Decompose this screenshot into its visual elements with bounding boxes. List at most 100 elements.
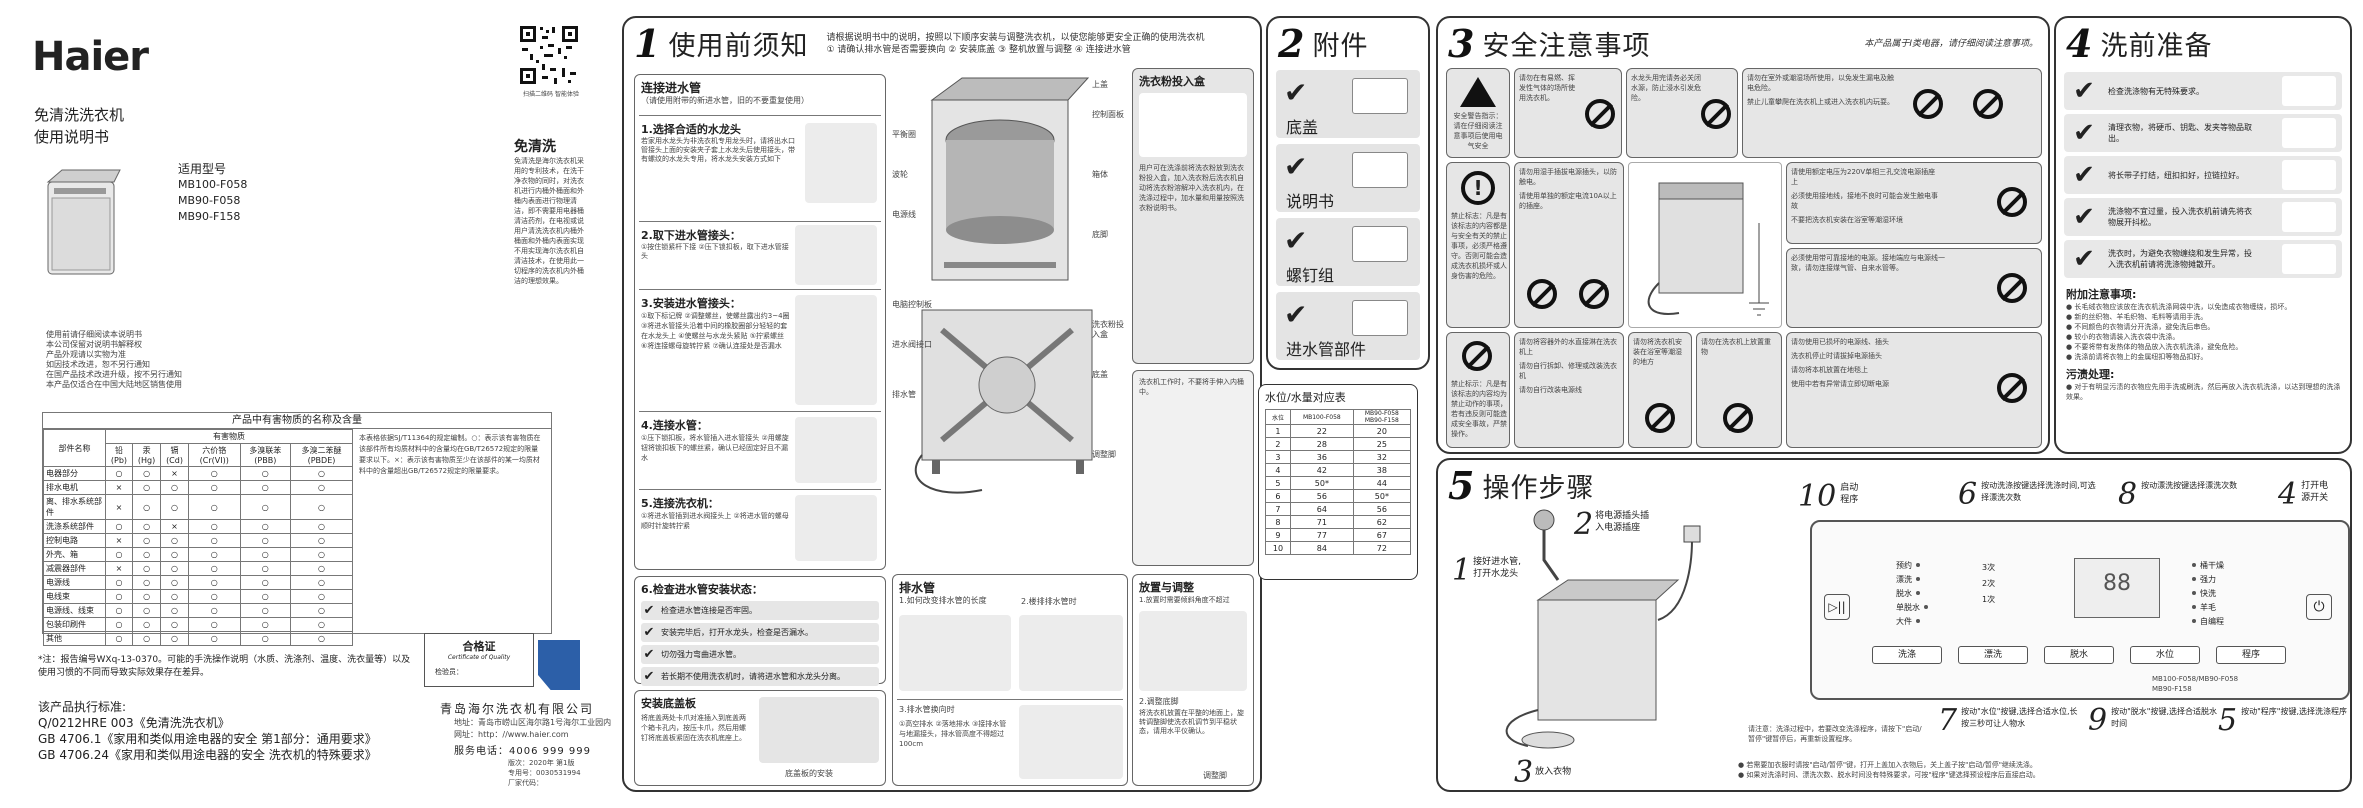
part-header: 部件名称 (43, 429, 106, 467)
program-label: 预约 (1896, 560, 1912, 570)
cover-plate-box: 安装底盖板 将底盖两处卡爪对准插入到底盖两个箱卡孔内，按压卡爪，然后用螺钉将底盖… (634, 690, 886, 786)
safety-electric-cell: 请使用额定电压为220V单相三孔交流电源插座上 必须使用接地线，接地不良时可能会… (1786, 162, 2042, 244)
prohibit-legend: ! 禁止标志：凡是有该标志的内容都是与安全有关的禁止事项，必须严格遵守。否则可能… (1446, 162, 1510, 328)
qr-code[interactable] (518, 24, 580, 86)
wash-button[interactable]: 洗涤 (1872, 646, 1942, 664)
value-cell: ○ (105, 575, 133, 590)
level-cell: 3 (1265, 450, 1291, 464)
accessory-label: 说明书 (1286, 192, 1335, 211)
section-accessories: 2 附件 ✔底盖✔说明书✔螺钉组✔进水管部件 (1266, 16, 1430, 370)
drain-title: 排水管 (899, 581, 936, 595)
section-number: 3 (1448, 20, 1475, 66)
indicator-led (1924, 605, 1928, 609)
warning-legend: 安全警告指示：请在仔细阅读注意事项后使用电气安全 (1446, 68, 1510, 158)
check-text: 检查进水管连接是否牢固。 (661, 606, 757, 615)
level-cell: 71 (1289, 515, 1354, 529)
drain-length-illustration (899, 615, 1011, 691)
washer-connect-illustration (795, 495, 877, 561)
value-cell: ○ (187, 547, 241, 562)
extra-note: ● 新的丝织物、羊毛织物、毛料等请用手洗。 (2066, 313, 2208, 321)
part-label: 洗衣粉投入盒 (1092, 320, 1124, 339)
value-cell: ○ (239, 466, 291, 481)
section-prewash: 4 洗前准备 ✔检查洗涤物有无特殊要求。✔清理衣物，将硬币、钥匙、发夹等物品取出… (2054, 16, 2352, 454)
detergent-text: 用户可在洗涤前将洗衣粉放到洗衣粉投入盒，加入洗衣粉后洗衣机自动将洗衣粉溶解冲入洗… (1139, 164, 1244, 212)
table-row: 电线束○○○○○○ (43, 589, 354, 604)
drain-sub-2: 2.楼排排水管时 (1021, 597, 1077, 606)
op-step-text: 按动"水位"按键,选择合适水位,长按三秒可让人物水 (1961, 707, 2078, 728)
level-cell: 42 (1289, 463, 1354, 477)
op-step-text: 放入衣物 (1535, 767, 1572, 777)
warning-triangle-icon (1460, 77, 1496, 107)
safety-cell: 水龙头用完请务必关闭水源，防止浸水引发危险。 (1626, 68, 1738, 158)
water-level-button[interactable]: 水位 (2130, 646, 2200, 664)
program-indicator: 预约 (1896, 558, 1928, 572)
value-cell: ○ (131, 533, 162, 548)
level-cell: 72 (1352, 541, 1412, 555)
op-note: ● 如果对洗涤时间、漂洗次数、脱水时间没有特殊要求，可按"程序"键选择预设程序后… (1738, 771, 2040, 779)
ban-icon (1997, 373, 2027, 403)
part-label: 底盖 (1092, 370, 1108, 379)
check-icon: ✔ (643, 647, 655, 662)
level-cell: 50* (1352, 489, 1412, 503)
rinse-button[interactable]: 漂洗 (1958, 646, 2028, 664)
op-step-text: 按动漂洗按键选择漂洗次数 (2141, 481, 2238, 490)
factory-code: 厂家代码： (508, 779, 543, 787)
version: 版次：2020年 第1版 (508, 759, 575, 767)
program-button[interactable]: 程序 (2216, 646, 2286, 664)
safety-text: 请勿将容器外的水直接淋在洗衣机上 (1519, 338, 1617, 356)
safety-cell: 请勿使用已损坏的电源线、插头 洗衣机停止时请拔掉电源插头 请勿将本机放置在地毯上… (1786, 332, 2042, 448)
value-cell: ○ (187, 480, 241, 495)
op-notes: 请注意：洗涤过程中，若要改变洗涤程序，请按下"启动/暂停"键暂停后，再重新设置程… (1748, 724, 1928, 744)
value-cell: ○ (187, 589, 241, 604)
value-cell: ○ (105, 466, 133, 481)
part-label: 底脚 (1092, 230, 1108, 239)
hazard-table-title: 产品中有害物质的名称及含量 (43, 413, 551, 429)
company-name: 青岛海尔洗衣机有限公司 (440, 702, 595, 716)
section-operation-header: 5 操作步骤 (1438, 460, 2350, 509)
spin-button[interactable]: 脱水 (2044, 646, 2114, 664)
part-cell: 电器部分 (43, 466, 106, 481)
op-step-5: 5 按动"程序"按键,选择洗涤程序 (2218, 706, 2348, 736)
detergent-title: 洗衣粉投入盒 (1139, 75, 1205, 88)
substance-header: 镉(Cd) (160, 443, 189, 467)
table-row: 排水电机×○○○○○ (43, 480, 354, 495)
drain-text: ①高空排水 ②落地排水 ③接排水管与地漏接头，排水管高度不得超过100cm (899, 720, 1007, 748)
hose-connect-illustration (795, 417, 877, 483)
safety-cell: 请勿在洗衣机上放置重物 (1696, 332, 1782, 448)
value-cell: ○ (131, 519, 162, 534)
water-level-title: 水位/水量对应表 (1265, 391, 1346, 404)
header-note-2: ① 请确认排水管是否需要换向 ② 安装底盖 ③ 整机放置与调整 ④ 连接进水管 (826, 44, 1131, 55)
value-cell: ○ (187, 519, 241, 534)
level-cell: 7 (1265, 502, 1291, 516)
prewash-illustration (2282, 202, 2336, 232)
standard-2: GB 4706.24《家用和类似用途电器的安全 洗衣机的特殊要求》 (38, 748, 377, 762)
panel-model-2: MB90-F158 (2152, 685, 2192, 693)
extra-note: ● 长毛绒衣物应该放在洗衣机洗涤网袋中洗，以免造成衣物缠绕，损坏。 (2066, 303, 2292, 311)
section-safety-header: 3 安全注意事项 本产品属于I类电器，请仔细阅读注意事项。 (1438, 18, 2048, 67)
header-note: 请根据说明书中的说明，按照以下顺序安装与调整洗衣机，以使您能够更安全正确的使用洗… (826, 32, 1205, 43)
start-pause-button[interactable]: ▷|| (1824, 594, 1850, 620)
op-step-number: 8 (2118, 477, 2138, 512)
program-indicator: 快洗 (2192, 586, 2224, 600)
screw-icon (1352, 226, 1408, 262)
model-2: MB90-F158 (178, 210, 241, 223)
prewash-item: ✔洗涤物不宜过量，投入洗衣机前请先将衣物展开抖松。 (2064, 198, 2342, 236)
ban-legend-text: 禁止标示：凡是有该标志的内容均为禁止动作的事项，若有违反则可能造成安全事故，严禁… (1451, 380, 1507, 438)
value-cell: ○ (105, 589, 133, 604)
safety-text: 请勿在洗衣机上放置重物 (1701, 338, 1771, 356)
program-indicator: 桶干燥 (2192, 558, 2224, 572)
safety-text: 禁止儿童攀爬在洗衣机上或进入洗衣机内玩耍。 (1747, 98, 1894, 106)
level-cell: 38 (1352, 463, 1412, 477)
op-step-number: 1 (1452, 553, 1472, 588)
part-label: 控制面板 (1092, 110, 1124, 119)
value-cell: ○ (187, 575, 241, 590)
power-button[interactable]: ⏻ (2306, 594, 2332, 620)
cover-plate-caption: 底盖板的安装 (785, 769, 833, 778)
value-cell: ○ (160, 617, 189, 632)
level-cell: 22 (1289, 424, 1354, 438)
blue-badge (538, 640, 580, 690)
